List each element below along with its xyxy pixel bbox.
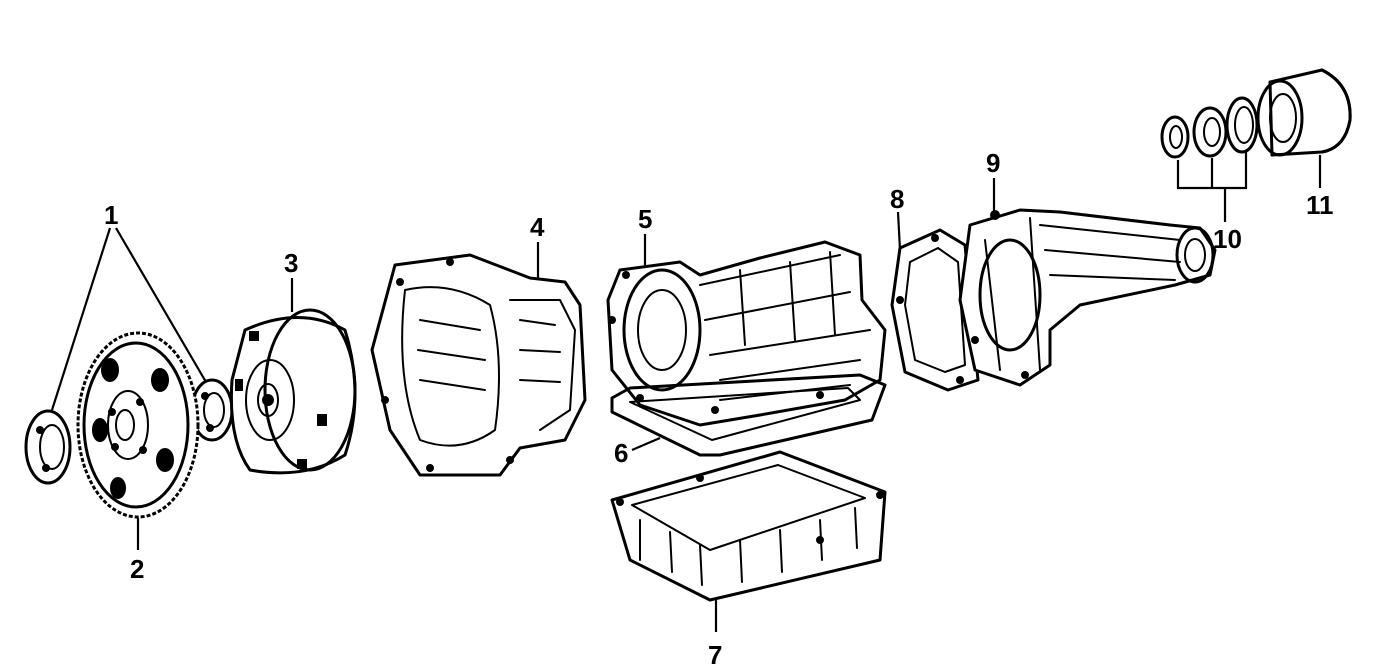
part-10-seal-set: [1160, 96, 1259, 159]
part-6-pan-gasket: [610, 373, 887, 457]
callout-labels: 1 2 3 4 5 6 7 8 9 10 11: [104, 148, 1334, 670]
part-1-seal-left: [24, 409, 72, 485]
part-11-sleeve: [1256, 68, 1352, 157]
callout-1: 1: [104, 200, 118, 230]
callout-10: 10: [1213, 224, 1242, 254]
callout-7: 7: [708, 640, 722, 670]
callout-2: 2: [130, 554, 144, 584]
part-8-gasket: [890, 228, 980, 392]
callout-5: 5: [638, 204, 652, 234]
callout-3: 3: [284, 248, 298, 278]
part-3-torque-converter: [229, 308, 357, 475]
callout-11: 11: [1306, 190, 1334, 220]
part-4-bell-housing: [370, 253, 587, 477]
part-5-transmission-case: [606, 240, 887, 427]
callout-4: 4: [530, 212, 545, 242]
leader-lines: [50, 150, 1322, 632]
part-9-extension-housing: [958, 208, 1217, 387]
callout-6: 6: [614, 438, 628, 468]
callout-8: 8: [890, 184, 904, 214]
callout-9: 9: [986, 148, 1000, 178]
part-7-oil-pan: [610, 450, 887, 602]
part-2-flywheel: [76, 331, 200, 519]
